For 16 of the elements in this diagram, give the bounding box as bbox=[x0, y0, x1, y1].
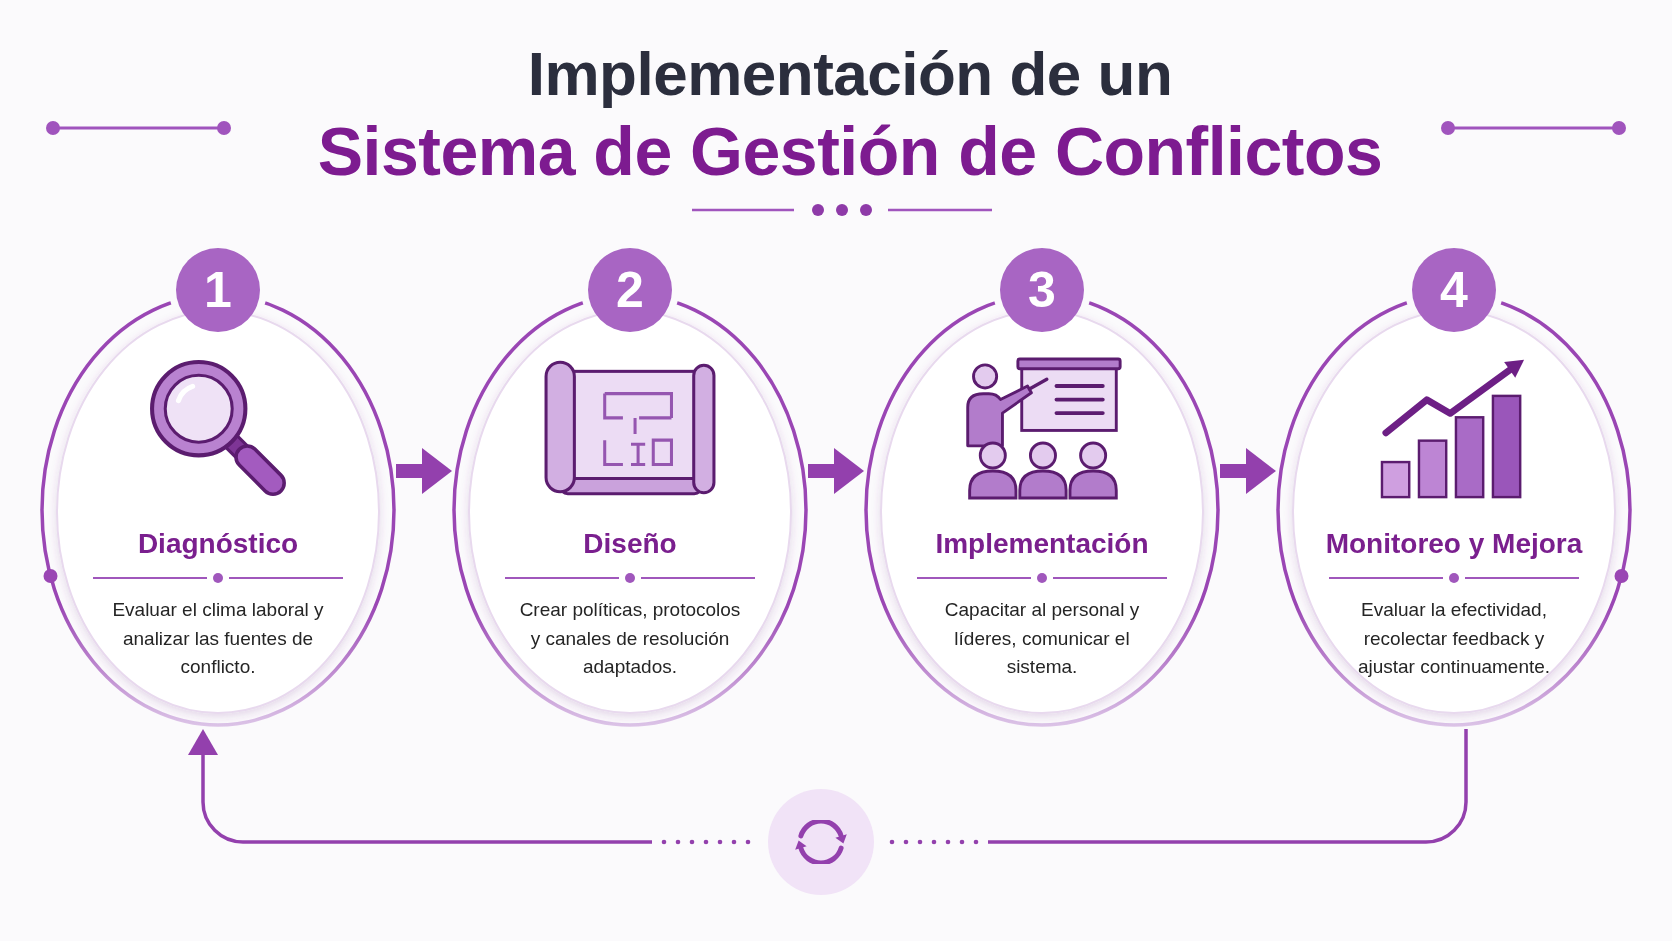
arrow bbox=[808, 448, 864, 494]
step-number: 2 bbox=[588, 248, 672, 332]
step-number: 3 bbox=[1000, 248, 1084, 332]
arrow bbox=[1220, 448, 1276, 494]
step-description: Evaluar la efectividad, recolectar feedback y ajustar continuamente. bbox=[1356, 598, 1552, 679]
step-description: Crear políticas, protocolos y canales de resolución adaptados. bbox=[518, 598, 742, 679]
step-title: Diseño bbox=[583, 527, 677, 561]
step-number: 4 bbox=[1412, 248, 1496, 332]
step-description: Evaluar el clima laboral y analizar las fuentes de conflicto. bbox=[111, 598, 325, 679]
step-title: Diagnóstico bbox=[137, 527, 299, 561]
step-description: Capacitar al personal y líderes, comunicar el sistema. bbox=[943, 598, 1141, 679]
step-title: Implementación bbox=[935, 527, 1149, 561]
step-number: 1 bbox=[176, 248, 260, 332]
title: Implementación de un Sistema de Gestión de Conflictos bbox=[317, 38, 1383, 190]
step-title: Monitoreo y Mejora bbox=[1325, 527, 1583, 561]
arrow bbox=[396, 448, 452, 494]
